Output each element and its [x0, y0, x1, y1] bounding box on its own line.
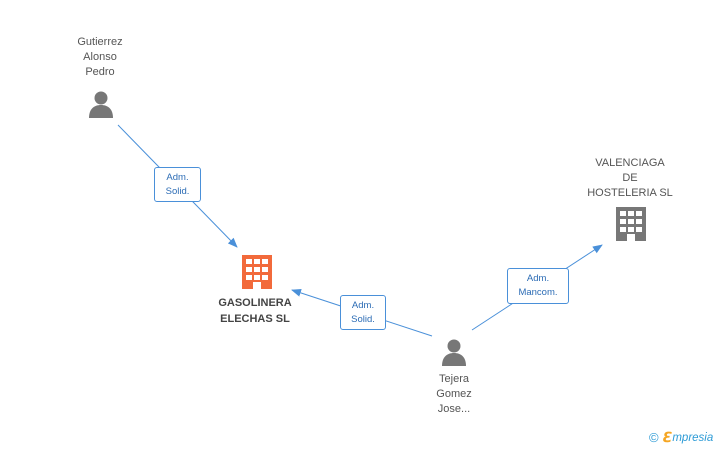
building-icon[interactable]: [616, 207, 646, 241]
node-label-valenciaga[interactable]: VALENCIAGA DE HOSTELERIA SL: [587, 157, 673, 199]
edge-label-tejera-gasolinera: Adm. Solid.: [340, 295, 386, 330]
person-icon[interactable]: [89, 91, 113, 119]
empresia-logo-icon: ℇ: [662, 429, 673, 445]
node-label-gasolinera[interactable]: GASOLINERA ELECHAS SL: [218, 297, 292, 325]
watermark-text: mpresia: [672, 431, 714, 444]
person-icon[interactable]: [442, 339, 466, 367]
empresia-watermark: © ℇ mpresia: [649, 429, 713, 446]
copyright-symbol: ©: [649, 430, 659, 445]
edge-label-gutierrez-gasolinera: Adm. Solid.: [154, 167, 201, 202]
edge-label-tejera-valenciaga: Adm. Mancom.: [507, 268, 569, 304]
node-label-gutierrez[interactable]: Gutierrez Alonso Pedro: [77, 36, 123, 78]
node-label-tejera[interactable]: Tejera Gomez Jose...: [436, 373, 472, 415]
building-icon[interactable]: [242, 255, 272, 289]
